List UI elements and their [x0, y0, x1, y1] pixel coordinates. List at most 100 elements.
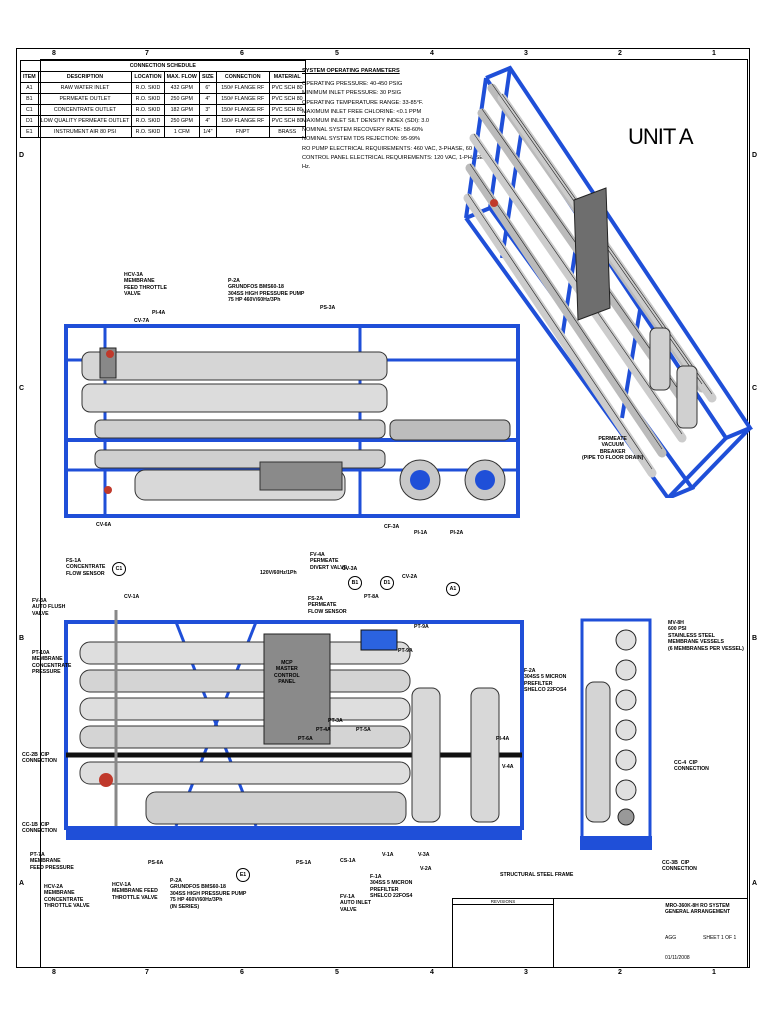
cell: PVC SCH 80	[268, 115, 306, 127]
zone-1-bottom: 1	[712, 969, 716, 976]
zone-4: 4	[430, 50, 434, 57]
param-line: OPERATING TEMPERATURE RANGE: 33-85°F.	[302, 99, 424, 106]
zone-5: 5	[335, 50, 339, 57]
title-block: REVISIONS MRO-360K-8H RO SYSTEM GENERAL …	[452, 898, 748, 968]
schedule-header: ITEM	[20, 71, 39, 83]
label-cv3a: CV-3A	[342, 566, 358, 572]
cell: R.O. SKID	[131, 82, 165, 94]
label-cv6a: CV-6A	[96, 522, 112, 528]
zone-6-bottom: 6	[240, 969, 244, 976]
cell: FNPT	[215, 126, 270, 138]
zone-B: B	[19, 635, 25, 642]
label-hcv3a: HCV-3A MEMBRANE FEED THROTTLE VALVE	[124, 272, 167, 298]
revisions-block: REVISIONS	[453, 899, 554, 967]
side-elevation	[580, 618, 652, 850]
cell: PVC SCH 80	[268, 82, 306, 94]
tag-b1: B1	[348, 576, 362, 590]
sheet-number: SHEET 1 OF 1	[703, 935, 737, 941]
label-hcv1a: HCV-1A MEMBRANE FEED THROTTLE VALVE	[112, 882, 158, 901]
schedule-header: CONNECTION	[215, 71, 270, 83]
cell: 150# FLANGE RF	[215, 93, 270, 105]
cell: 4"	[198, 115, 217, 127]
label-cv7a: CV-7A	[134, 318, 150, 324]
cell: BRASS	[268, 126, 306, 138]
cell: 1/4"	[198, 126, 217, 138]
cell: PVC SCH 80	[268, 93, 306, 105]
zone-A: A	[19, 880, 25, 887]
isometric-view	[463, 65, 754, 498]
label-pi1a: PI-1A	[414, 530, 428, 536]
divert-valve	[360, 629, 398, 651]
label-fs1a: FS-1A CONCENTRATE FLOW SENSOR	[66, 558, 106, 577]
zone-C: C	[19, 385, 25, 392]
cell: 250 GPM	[163, 115, 200, 127]
label-cv1a: CV-1A	[124, 594, 140, 600]
label-cf3a: CF-3A	[384, 524, 400, 530]
side-vessel-ends	[615, 629, 637, 801]
cell: A1	[20, 82, 39, 94]
zone-8-bottom: 8	[52, 969, 56, 976]
cell: R.O. SKID	[131, 115, 165, 127]
param-line: NOMINAL SYSTEM RECOVERY RATE: 58-60%	[302, 127, 424, 134]
cell: R.O. SKID	[131, 104, 165, 116]
label-ps1a: PS-1A	[296, 860, 312, 866]
zone-C-right: C	[752, 385, 758, 392]
iso-prefilter-2	[676, 365, 698, 429]
schedule-header: MATERIAL	[268, 71, 306, 83]
prefilter-f1a	[411, 687, 441, 823]
plan-view	[64, 324, 520, 518]
label-p2a-bottom: P-2A GRUNDFOS BMS60-18 304SS HIGH PRESSU…	[170, 878, 247, 910]
elevation-base	[66, 826, 522, 840]
tag-c1: C1	[112, 562, 126, 576]
label-pi4a: PI-4A	[152, 310, 166, 316]
label-cc1b: CC-1B CIP CONNECTION	[22, 822, 57, 835]
cell: 3"	[198, 104, 217, 116]
label-v3a: V-3A	[418, 852, 430, 858]
zone-3: 3	[524, 50, 528, 57]
cell: R.O. SKID	[131, 93, 165, 105]
param-line: MAXIMUM INLET SILT DENSITY INDEX (SDI): …	[302, 118, 430, 125]
prefilter-f2a	[470, 687, 500, 823]
schedule-header: DESCRIPTION	[37, 71, 133, 83]
zone-7: 7	[145, 50, 149, 57]
label-cc2b: CC-2B CIP CONNECTION	[22, 752, 57, 765]
param-line: RO PUMP ELECTRICAL REQUIREMENTS: 460 VAC…	[302, 145, 482, 152]
cell: 250 GPM	[163, 93, 200, 105]
cell: PVC SCH 80	[268, 104, 306, 116]
zone-D: D	[19, 152, 25, 159]
iso-prefilter-1	[649, 327, 671, 391]
label-mcp: MCP MASTER CONTROL PANEL	[274, 660, 300, 686]
params-title: SYSTEM OPERATING PARAMETERS	[302, 68, 400, 74]
cell: E1	[20, 126, 39, 138]
schedule-header: MAX. FLOW	[163, 71, 200, 83]
label-cs1a: CS-1A	[340, 858, 356, 864]
zone-3-bottom: 3	[524, 969, 528, 976]
label-fv1a: FV-1A AUTO INLET VALVE	[340, 894, 372, 913]
param-line: CONTROL PANEL ELECTRICAL REQUIREMENTS: 1…	[302, 154, 493, 171]
label-pt7a: PT-7A MEMBRANE FEED PRESSURE	[30, 852, 74, 871]
cell: 150# FLANGE RF	[215, 115, 270, 127]
drawing-inner-border	[40, 59, 748, 968]
cell: 6"	[198, 82, 217, 94]
iso-control-panel	[573, 187, 611, 321]
cell: D1	[20, 115, 39, 127]
label-cv2a: CV-2A	[402, 574, 418, 580]
cell: INSTRUMENT AIR 80 PSI	[37, 126, 133, 138]
label-f2a: F-2A 304SS 5 MICRON PREFILTER SHELCO 22F…	[524, 668, 567, 694]
zone-8: 8	[52, 50, 56, 57]
label-ps6a: PS-6A	[148, 860, 164, 866]
schedule-title: CONNECTION SCHEDULE	[20, 60, 306, 72]
mcp-panel	[263, 633, 331, 745]
zone-4-bottom: 4	[430, 969, 434, 976]
system-parameters: SYSTEM OPERATING PARAMETERS OPERATING PR…	[302, 67, 502, 172]
cell: 182 GPM	[163, 104, 200, 116]
iso-valve	[490, 199, 498, 207]
param-line: NOMINAL SYSTEM TDS REJECTION: 95-99%	[302, 136, 421, 143]
cell: RAW WATER INLET	[37, 82, 133, 94]
label-frame: STRUCTURAL STEEL FRAME	[500, 872, 574, 878]
label-pt6a: PT-6A	[298, 736, 313, 742]
zone-D-right: D	[752, 152, 758, 159]
